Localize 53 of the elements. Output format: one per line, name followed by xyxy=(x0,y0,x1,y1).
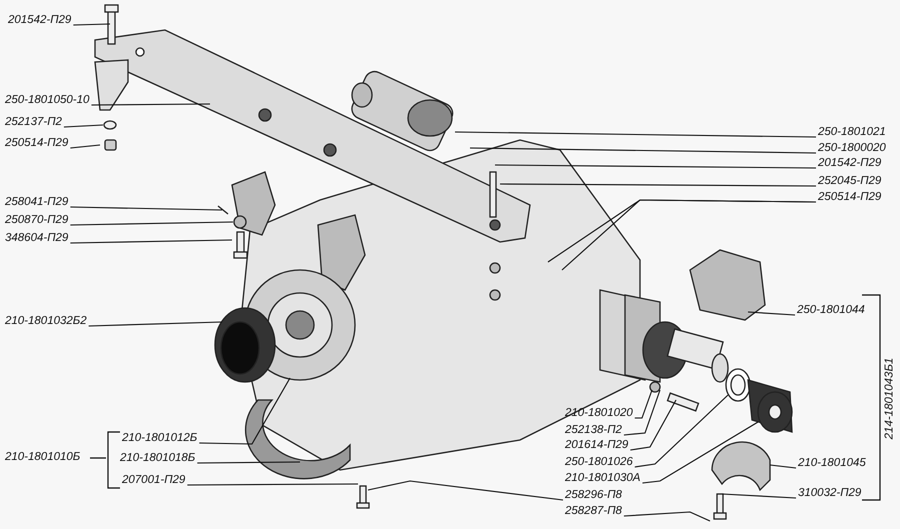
part-number: 252045-П29 xyxy=(818,175,882,188)
leader-line xyxy=(624,390,661,436)
leader-line xyxy=(634,394,728,468)
leader-line xyxy=(70,206,222,211)
part-number: 348604-П29 xyxy=(5,232,68,245)
part-number: 201542-П29 xyxy=(8,14,72,27)
part-number: 310032-П29 xyxy=(798,487,862,500)
leader-line xyxy=(500,183,816,187)
part-number: 258296-П8 xyxy=(565,489,622,502)
part-number: 250-1801026 xyxy=(565,456,633,469)
part-number: 201542-П29 xyxy=(818,157,882,170)
part-number: 250514-П29 xyxy=(5,137,68,150)
leader-line xyxy=(770,464,796,469)
leader-line xyxy=(368,480,564,501)
leader-line xyxy=(630,400,676,451)
leader-line xyxy=(64,124,104,128)
part-number: 210-1801030А xyxy=(565,472,640,485)
part-number: 210-1801018Б xyxy=(120,452,196,465)
part-number: 210-1801012Б xyxy=(122,432,198,445)
leader-line xyxy=(199,378,290,445)
leader-line xyxy=(70,144,100,149)
leader-line xyxy=(495,164,816,169)
leader-line xyxy=(73,23,110,26)
part-number: 250514-П29 xyxy=(818,191,882,204)
part-number: 250-1801050-10 xyxy=(5,94,90,107)
leader-line xyxy=(197,461,300,464)
assembly-number: 210-1801010Б xyxy=(5,451,80,464)
leader-line xyxy=(722,493,796,499)
assembly-number: 214-1801043Б1 xyxy=(883,357,896,439)
part-number: 250-1801021 xyxy=(818,126,886,139)
part-number: 258287-П8 xyxy=(565,505,622,518)
part-number: 207001-П29 xyxy=(122,474,186,487)
leader-line xyxy=(642,422,758,484)
leader-line xyxy=(91,103,210,106)
part-number: 250-1801044 xyxy=(797,304,865,317)
leader-line xyxy=(88,321,222,327)
part-number: 250-1800020 xyxy=(818,142,886,155)
leader-line xyxy=(624,511,710,522)
leader-line xyxy=(634,390,653,419)
leader-line xyxy=(187,483,358,486)
part-number: 210-1801032Б2 xyxy=(5,315,87,328)
leader-line xyxy=(748,311,796,316)
leader-line xyxy=(70,239,232,244)
leader-line xyxy=(70,221,233,226)
part-number: 250870-П29 xyxy=(5,214,68,227)
leader-line xyxy=(455,131,816,138)
leader-line xyxy=(470,147,816,154)
part-number: 201614-П29 xyxy=(565,439,628,452)
part-number: 252138-П2 xyxy=(565,424,622,437)
part-number: 210-1801045 xyxy=(798,457,866,470)
part-number: 252137-П2 xyxy=(5,116,62,129)
leader-line xyxy=(562,199,816,270)
part-number: 258041-П29 xyxy=(5,196,68,209)
